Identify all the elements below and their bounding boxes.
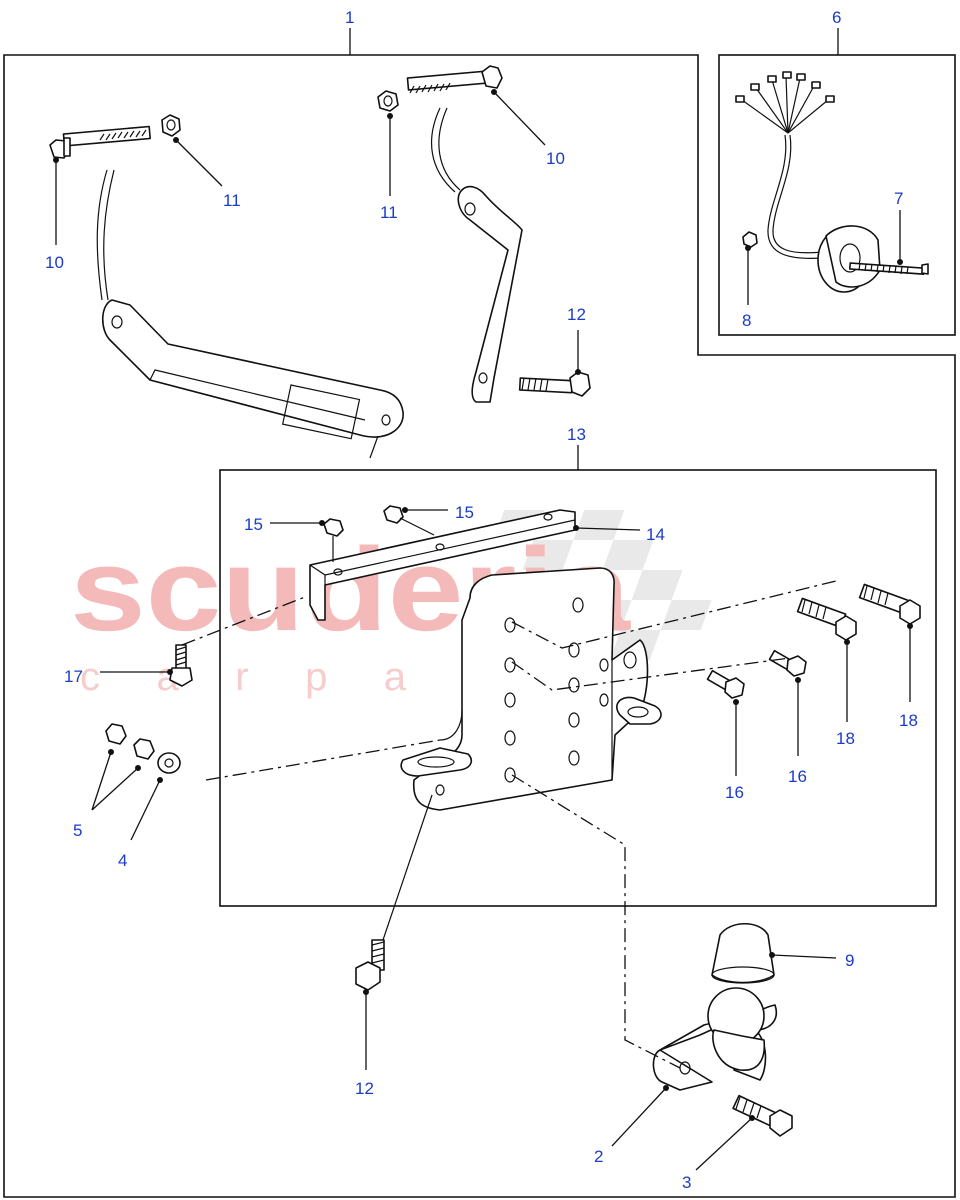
- nut-15-right: [383, 505, 435, 536]
- nut-15-left: [323, 518, 344, 562]
- callout-4: 4: [118, 851, 127, 870]
- assembly-frame-1: [3, 54, 956, 1198]
- callout-15-left: 15: [244, 515, 263, 534]
- tow-plate: [400, 567, 662, 811]
- callout-8: 8: [742, 311, 751, 330]
- callout-11-right: 11: [380, 203, 398, 222]
- assembly-frame-6: [718, 54, 956, 336]
- plate-holes: [504, 597, 637, 783]
- callout-leaders: [53, 89, 913, 1171]
- callout-13: 13: [567, 425, 586, 444]
- callout-9: 9: [845, 951, 854, 970]
- callout-12-top: 12: [567, 305, 586, 324]
- nuts-5: [105, 723, 155, 760]
- ball-cover-9: [711, 923, 775, 984]
- callout-11-left: 11: [223, 191, 241, 210]
- wire-pins: [735, 71, 835, 134]
- callout-14: 14: [646, 525, 665, 544]
- callout-18-right: 18: [899, 711, 918, 730]
- bolt-3: [732, 1094, 793, 1137]
- callout-16-right: 16: [788, 767, 807, 786]
- bolts-16: [706, 649, 807, 699]
- bracket-left: [101, 299, 404, 459]
- callout-3: 3: [682, 1173, 691, 1192]
- nut-11-right: [377, 90, 399, 112]
- bolts-18: [796, 583, 921, 641]
- bolt-12-bottom: [355, 794, 433, 991]
- bolt-10-right: [406, 65, 503, 94]
- callout-5: 5: [73, 821, 82, 840]
- callout-7: 7: [894, 189, 903, 208]
- bolt-10-left: [49, 125, 151, 159]
- callout-17: 17: [64, 667, 83, 686]
- crossmember-14: [309, 509, 576, 621]
- callout-1: 1: [345, 8, 354, 27]
- tow-ball-2: [652, 987, 777, 1091]
- callout-15-right: 15: [455, 503, 474, 522]
- nut-8: [742, 231, 758, 248]
- callout-2: 2: [594, 1147, 603, 1166]
- callout-6: 6: [832, 8, 841, 27]
- callout-16-left: 16: [725, 783, 744, 802]
- callout-labels: 1 6 10 11 11 10 12 13 7 8 15 15 14 17 5 …: [45, 8, 918, 1192]
- bolt-12-top: [518, 371, 591, 397]
- nut-11-left: [161, 114, 181, 137]
- callout-12-bottom: 12: [355, 1079, 374, 1098]
- callout-18-left: 18: [836, 729, 855, 748]
- washer-4: [157, 752, 181, 774]
- bolt-17: [169, 644, 193, 687]
- bracket-right: [457, 185, 523, 403]
- callout-10-left: 10: [45, 253, 64, 272]
- electrical-socket-6: [735, 71, 929, 293]
- callout-10-right: 10: [546, 149, 565, 168]
